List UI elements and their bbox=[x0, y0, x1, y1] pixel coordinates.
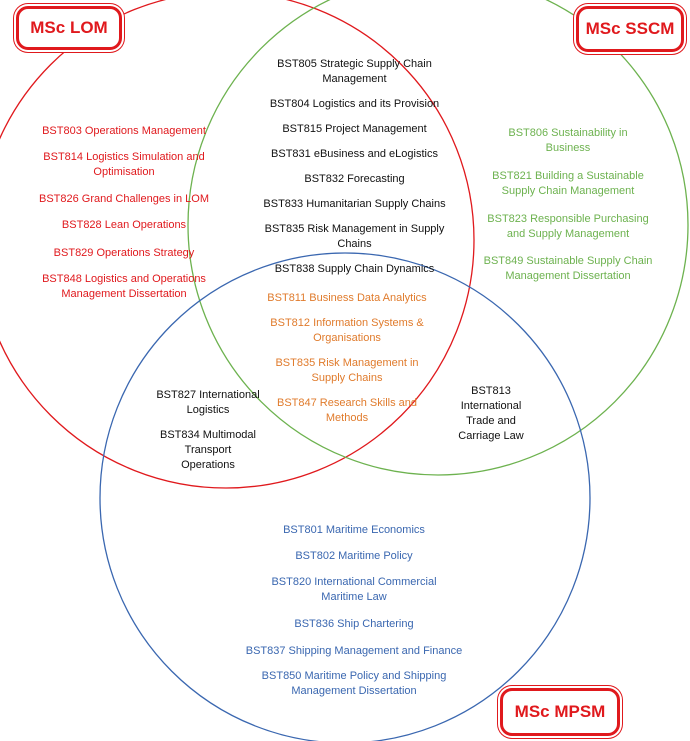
module-bst835-all: BST835 Risk Management in Supply Chains bbox=[275, 357, 419, 384]
module-bst821: BST821 Building a Sustainable Supply Cha… bbox=[492, 170, 644, 197]
module-bst814: BST814 Logistics Simulation and Optimisa… bbox=[43, 151, 205, 178]
module-bst832: BST832 Forecasting bbox=[304, 173, 405, 185]
module-bst812: BST812 Information Systems & Organisatio… bbox=[270, 317, 424, 344]
module-bst834: BST834 Multimodal Transport Operations bbox=[160, 429, 256, 471]
module-bst831: BST831 eBusiness and eLogistics bbox=[271, 148, 438, 160]
module-bst813: BST813 International Trade and Carriage … bbox=[458, 385, 524, 442]
module-bst849: BST849 Sustainable Supply Chain Manageme… bbox=[483, 255, 653, 282]
badge-lom: MSc LOM bbox=[16, 6, 122, 50]
module-bst823: BST823 Responsible Purchasing and Supply… bbox=[487, 213, 649, 240]
group-lom-only: BST803 Operations Management BST814 Logi… bbox=[24, 124, 224, 302]
module-bst805: BST805 Strategic Supply Chain Management bbox=[277, 58, 432, 85]
group-all-three: BST811 Business Data Analytics BST812 In… bbox=[262, 291, 432, 426]
module-bst820: BST820 International Commercial Maritime… bbox=[271, 576, 437, 603]
module-bst829: BST829 Operations Strategy bbox=[53, 247, 195, 259]
module-bst837: BST837 Shipping Management and Finance bbox=[245, 645, 463, 657]
module-bst811: BST811 Business Data Analytics bbox=[267, 292, 427, 304]
module-bst835-sc: BST835 Risk Management in Supply Chains bbox=[264, 223, 445, 250]
sscm-circle bbox=[187, 0, 689, 476]
module-bst847: BST847 Research Skills and Methods bbox=[276, 397, 417, 424]
module-bst801: BST801 Maritime Economics bbox=[283, 524, 425, 536]
module-bst826: BST826 Grand Challenges in LOM bbox=[39, 193, 209, 205]
module-bst804: BST804 Logistics and its Provision bbox=[269, 98, 440, 110]
group-sscm-mpsm: BST813 International Trade and Carriage … bbox=[436, 384, 546, 444]
module-bst836: BST836 Ship Chartering bbox=[294, 618, 414, 630]
module-bst803: BST803 Operations Management bbox=[42, 125, 206, 137]
group-sscm-only: BST806 Sustainability in Business BST821… bbox=[478, 126, 658, 284]
module-bst827: BST827 International Logistics bbox=[156, 389, 260, 416]
module-bst848: BST848 Logistics and Operations Manageme… bbox=[42, 273, 206, 300]
module-bst828: BST828 Lean Operations bbox=[61, 219, 187, 231]
module-bst838: BST838 Supply Chain Dynamics bbox=[274, 263, 435, 275]
mpsm-circle bbox=[99, 252, 591, 741]
module-bst833: BST833 Humanitarian Supply Chains bbox=[263, 198, 446, 210]
module-bst806: BST806 Sustainability in Business bbox=[508, 127, 628, 154]
module-bst802: BST802 Maritime Policy bbox=[295, 550, 413, 562]
module-bst850: BST850 Maritime Policy and Shipping Mana… bbox=[261, 670, 447, 697]
group-lom-sscm: BST805 Strategic Supply Chain Management… bbox=[262, 57, 447, 277]
lom-circle bbox=[0, 0, 475, 489]
badge-sscm: MSc SSCM bbox=[576, 6, 684, 52]
module-bst815: BST815 Project Management bbox=[282, 123, 427, 135]
badge-mpsm: MSc MPSM bbox=[500, 688, 620, 736]
group-lom-mpsm: BST827 International Logistics BST834 Mu… bbox=[146, 388, 270, 473]
group-mpsm-only: BST801 Maritime Economics BST802 Maritim… bbox=[234, 523, 474, 699]
